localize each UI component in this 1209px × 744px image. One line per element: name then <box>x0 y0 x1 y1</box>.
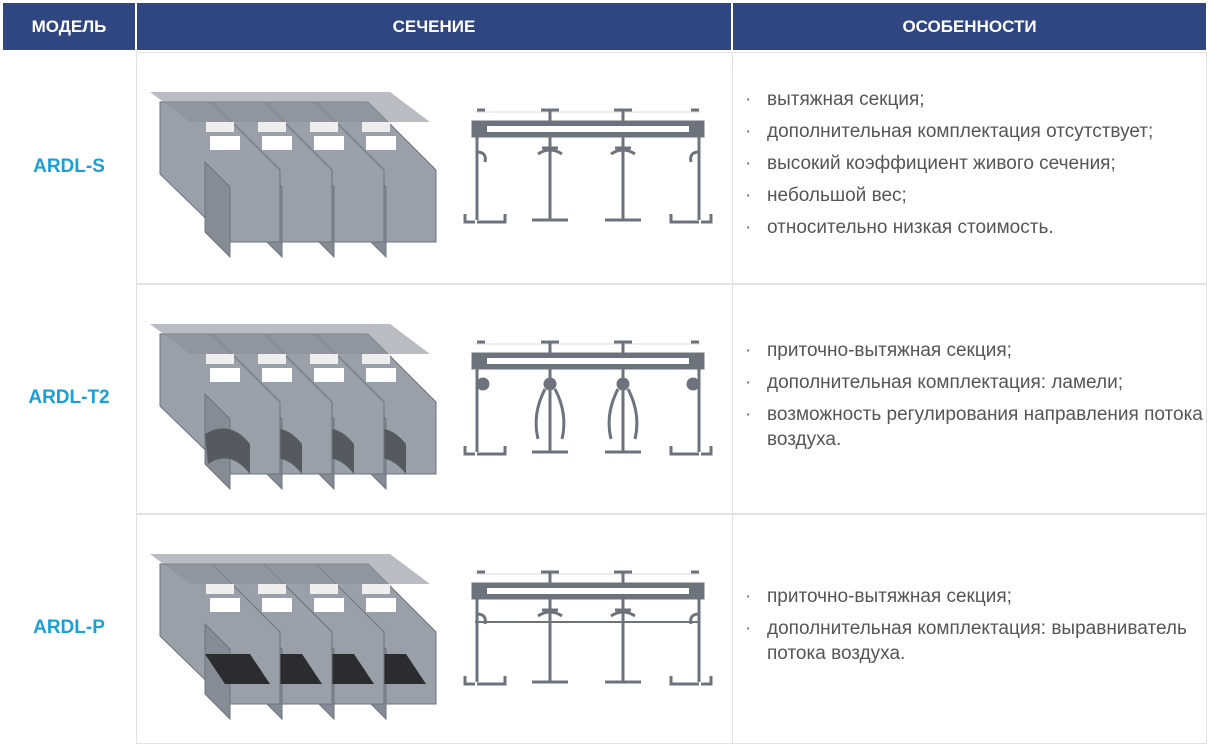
profile-3d-image <box>150 92 437 259</box>
feature-item: приточно-вытяжная секция; <box>745 338 1206 363</box>
features-list: приточно-вытяжная секция; дополнительная … <box>733 284 1206 512</box>
feature-item: дополнительная комплектация отсутствует; <box>745 119 1206 144</box>
feature-item: приточно-вытяжная секция; <box>745 584 1206 609</box>
feature-item: небольшой вес; <box>745 183 1206 208</box>
profile-3d-image <box>150 324 437 491</box>
header-features: ОСОБЕННОСТИ <box>733 3 1206 50</box>
features-cell <box>732 52 1207 284</box>
features-cell <box>732 284 1207 514</box>
header-section: СЕЧЕНИЕ <box>137 3 731 50</box>
cross-section-drawing <box>463 108 713 224</box>
features-list: вытяжная секция; дополнительная комплекта… <box>733 52 1206 282</box>
cross-section-drawing <box>463 570 713 686</box>
feature-item: высокий коэффициент живого сечения; <box>745 151 1206 176</box>
model-name: ARDL-T2 <box>28 387 110 408</box>
model-name: ARDL-P <box>33 617 105 638</box>
feature-item: относительно низкая стоимость. <box>745 215 1206 240</box>
feature-item: дополнительная комплектация: ламели; <box>745 370 1206 395</box>
model-name: ARDL-S <box>33 156 105 177</box>
feature-item: дополнительная комплектация: выравнивате… <box>745 616 1206 666</box>
profile-3d-image <box>150 554 437 721</box>
feature-item: вытяжная секция; <box>745 87 1206 112</box>
features-list: приточно-вытяжная секция; дополнительная … <box>733 514 1206 742</box>
cross-section-drawing <box>463 340 713 456</box>
feature-item: возможность регулирования направления по… <box>745 402 1206 452</box>
header-model: МОДЕЛЬ <box>3 3 135 50</box>
